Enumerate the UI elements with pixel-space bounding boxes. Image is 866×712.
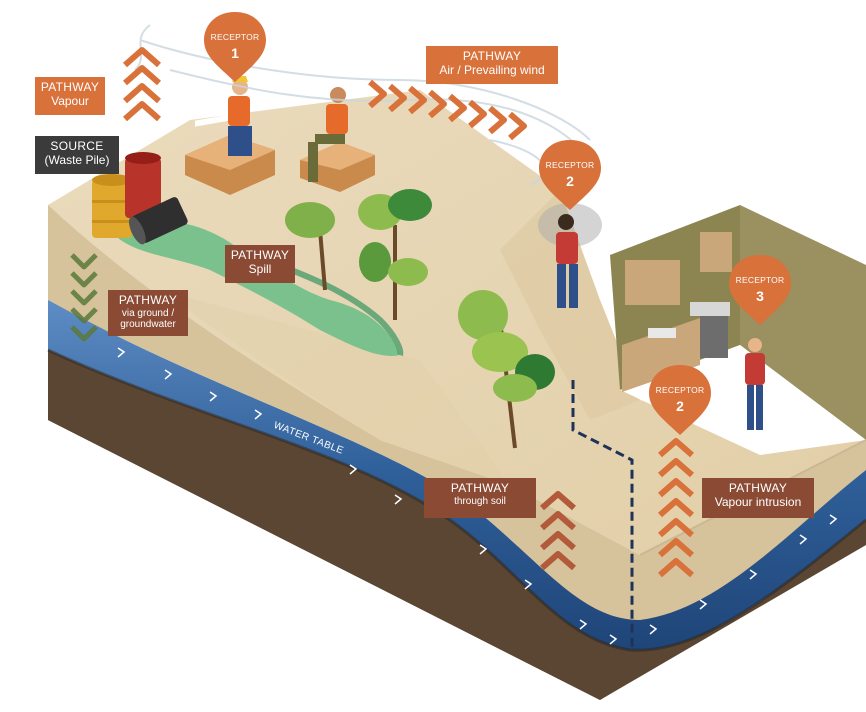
ground-surface (48, 90, 866, 555)
receptor-number: 2 (676, 398, 684, 414)
receptor-number: 1 (231, 45, 239, 61)
soil-chevrons (540, 491, 576, 571)
water-flow-chevrons (117, 347, 838, 645)
label-text: via ground / (121, 307, 175, 319)
pathway-soil-label: PATHWAY through soil (424, 478, 536, 518)
kitchen-icon (625, 260, 680, 305)
location-pin-icon (204, 12, 791, 435)
label-heading: PATHWAY (728, 481, 788, 495)
pathway-vapour-label: PATHWAY Vapour (35, 77, 105, 115)
receptor-label: RECEPTOR (210, 32, 260, 42)
vapour-intrusion-line (571, 380, 634, 650)
receptor-pin-3: RECEPTOR 3 (730, 275, 790, 304)
label-heading: PATHWAY (450, 481, 510, 495)
groundwater-chevrons (70, 253, 98, 342)
label-heading: PATHWAY (40, 80, 100, 94)
source-label: SOURCE (Waste Pile) (35, 136, 119, 174)
label-text: Vapour intrusion (714, 494, 802, 509)
receptor-pin-2-outdoor: RECEPTOR 2 (540, 160, 600, 189)
label-heading: SOURCE (50, 139, 104, 153)
label-text: Spill (248, 261, 272, 276)
tree-icon (285, 189, 555, 449)
label-text: Vapour (51, 93, 89, 108)
label-text: groundwater (120, 319, 176, 331)
label-heading: PATHWAY (118, 293, 178, 307)
wind-chevrons (368, 79, 527, 141)
receptor-label: RECEPTOR (655, 385, 705, 395)
receptor-label: RECEPTOR (545, 160, 595, 170)
brick-pile-icon (185, 113, 375, 195)
label-text: through soil (454, 495, 506, 507)
bedrock-bottom (48, 350, 866, 700)
receptor-number: 3 (756, 288, 764, 304)
person-coughing-icon (538, 203, 765, 430)
spill-area (110, 220, 400, 356)
receptor-pin-2-indoor: RECEPTOR 2 (650, 385, 710, 414)
pathway-air-label: PATHWAY Air / Prevailing wind (426, 46, 558, 84)
receptor-label: RECEPTOR (735, 275, 785, 285)
pathway-ground-label: PATHWAY via ground / groundwater (108, 290, 188, 336)
label-heading: PATHWAY (230, 248, 290, 262)
pathway-spill-label: PATHWAY Spill (225, 245, 295, 283)
intrusion-chevrons (658, 438, 694, 578)
label-heading: PATHWAY (462, 49, 522, 63)
receptor-number: 2 (566, 173, 574, 189)
chevron-icon (123, 47, 161, 122)
receptor-pin-1: RECEPTOR 1 (205, 32, 265, 61)
oil-barrel-icon (92, 152, 188, 245)
pathway-intrusion-label: PATHWAY Vapour intrusion (702, 478, 814, 518)
wind-lines (134, 24, 591, 186)
label-text: Air / Prevailing wind (439, 62, 545, 77)
label-text: (Waste Pile) (44, 152, 110, 167)
